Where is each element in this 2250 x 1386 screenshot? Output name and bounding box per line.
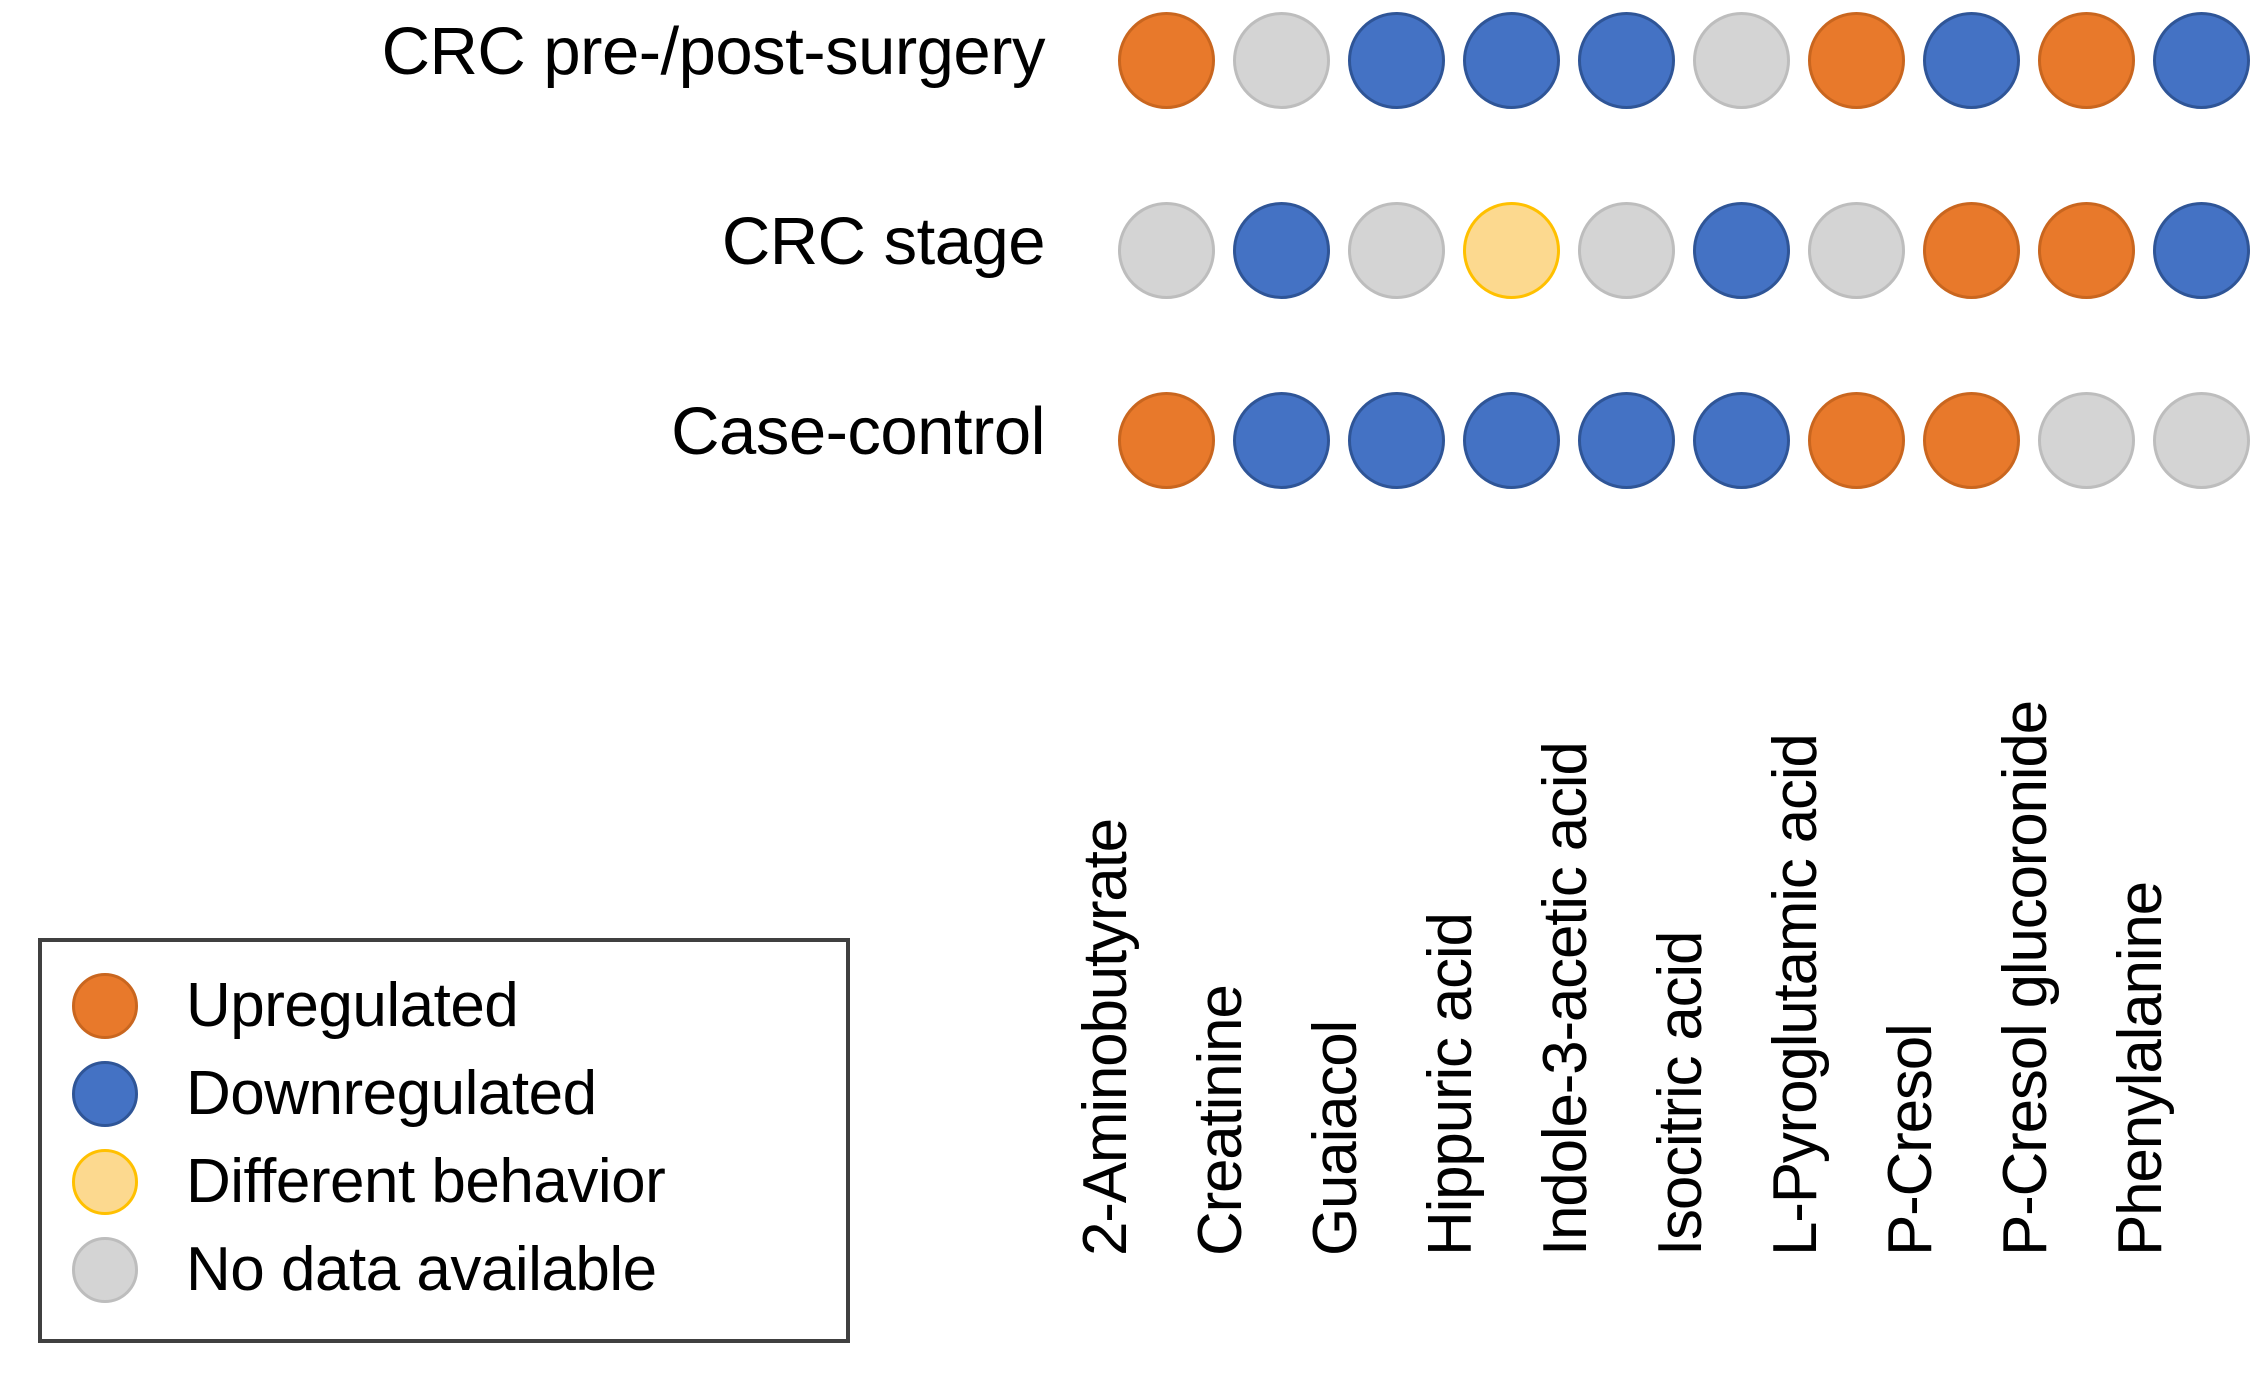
- matrix-cell: [1118, 392, 1215, 489]
- matrix-cell: [1693, 12, 1790, 109]
- legend-label: No data available: [186, 1235, 657, 1304]
- matrix-cell: [2038, 12, 2135, 109]
- matrix-cell: [1693, 392, 1790, 489]
- column-label-text: P-Cresol glucoronide: [1990, 701, 2060, 1256]
- column-label: Phenylalanine: [2106, 560, 2250, 1260]
- legend-swatch-down-icon: [72, 1061, 138, 1127]
- legend-swatch-diff-icon: [72, 1149, 138, 1215]
- matrix-cell: [1348, 202, 1445, 299]
- matrix-cell: [2153, 202, 2250, 299]
- legend-item: No data available: [64, 1226, 836, 1314]
- matrix-cell: [1233, 202, 1330, 299]
- matrix-cell: [1923, 202, 2020, 299]
- matrix-cell: [1463, 12, 1560, 109]
- legend-label: Downregulated: [186, 1059, 597, 1128]
- matrix-cell: [1118, 12, 1215, 109]
- column-label-text: Indole-3-acetic acid: [1530, 742, 1600, 1256]
- row-label-crc-stage: CRC stage: [721, 204, 1046, 279]
- column-label-text: Creatinine: [1185, 985, 1255, 1256]
- matrix-cell: [1578, 392, 1675, 489]
- matrix-cell: [1233, 12, 1330, 109]
- column-label-text: P-Cresol: [1875, 1024, 1945, 1256]
- matrix-cell: [2153, 12, 2250, 109]
- legend-item: Different behavior: [64, 1138, 836, 1226]
- matrix-cell: [1923, 392, 2020, 489]
- matrix-cell: [1118, 202, 1215, 299]
- legend-item: Downregulated: [64, 1050, 836, 1138]
- matrix-cell: [1348, 12, 1445, 109]
- matrix-cell: [1693, 202, 1790, 299]
- matrix-cell: [2153, 392, 2250, 489]
- matrix-cell: [1348, 392, 1445, 489]
- matrix-cell: [1808, 202, 1905, 299]
- legend-swatch-up-icon: [72, 973, 138, 1039]
- matrix-cell: [2038, 392, 2135, 489]
- matrix-cell: [1463, 202, 1560, 299]
- matrix-cell: [1463, 392, 1560, 489]
- matrix-cell: [1808, 12, 1905, 109]
- column-labels: 2-Aminobutyrate Creatinine Guaiacol Hippuri…: [1071, 560, 2250, 1260]
- column-label-text: Isocitric acid: [1645, 931, 1715, 1256]
- matrix-cell: [1578, 202, 1675, 299]
- column-label-text: Guaiacol: [1300, 1020, 1370, 1256]
- column-label-text: Phenylalanine: [2105, 882, 2175, 1256]
- column-label-text: Hippuric acid: [1415, 913, 1485, 1256]
- row-label-case-control: Case-control: [671, 394, 1045, 469]
- matrix-row-crc-pre-post-surgery: [1118, 12, 2250, 109]
- legend-label: Different behavior: [186, 1147, 666, 1216]
- matrix-cell: [1808, 392, 1905, 489]
- row-label-crc-pre-post-surgery: CRC pre-/post-surgery: [381, 14, 1046, 89]
- matrix-row-crc-stage: [1118, 202, 2250, 299]
- matrix-cell: [1923, 12, 2020, 109]
- matrix-cell: [1578, 12, 1675, 109]
- legend-item: Upregulated: [64, 962, 836, 1050]
- matrix-cell: [2038, 202, 2135, 299]
- matrix-row-case-control: [1118, 392, 2250, 489]
- column-label-text: L-Pyroglutamic acid: [1760, 734, 1830, 1256]
- matrix-cell: [1233, 392, 1330, 489]
- column-label-text: 2-Aminobutyrate: [1070, 819, 1140, 1256]
- legend-label: Upregulated: [186, 971, 519, 1040]
- legend-swatch-none-icon: [72, 1237, 138, 1303]
